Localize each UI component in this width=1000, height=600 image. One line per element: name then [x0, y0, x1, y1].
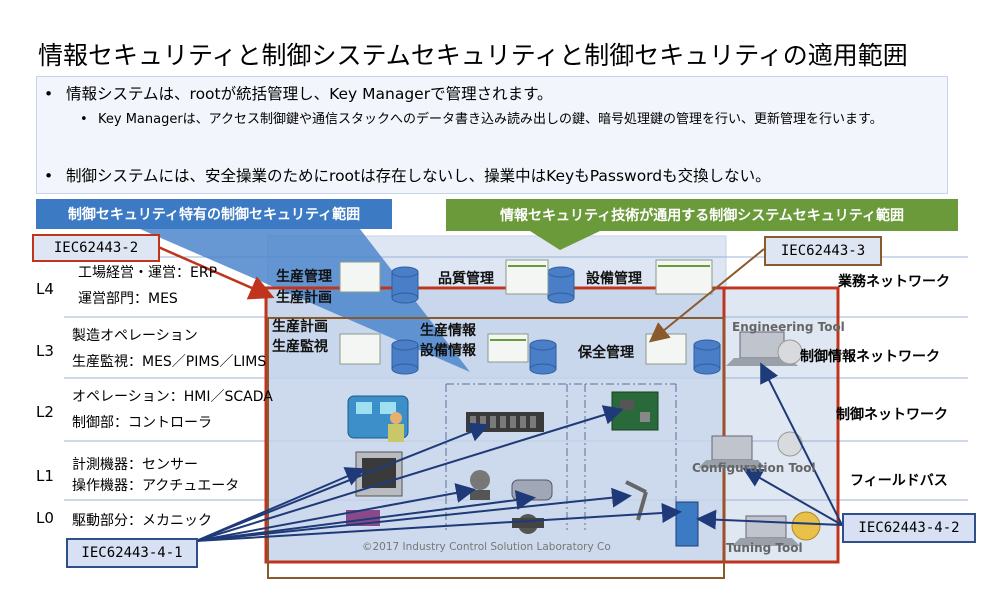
- bullet-3: • 制御システムには、安全操業のためにrootは存在しないし、操業中はKeyもPa…: [44, 164, 771, 186]
- l2-label-hmi: オペレーション：HMI／SCADA: [72, 389, 273, 405]
- quality-mgmt-label: 品質管理: [438, 271, 494, 287]
- l3-label-monitor: 生産監視：MES／PIMS／LIMS: [72, 354, 267, 370]
- bullet-marker: •: [44, 167, 54, 185]
- level-l3: L3: [36, 342, 54, 360]
- production-plan-label: 生産計画: [272, 319, 328, 335]
- l2-label-controller: 制御部：コントローラ: [72, 415, 212, 431]
- bullet-1: • 情報システムは、rootが統括管理し、Key Managerで管理されます。: [44, 82, 553, 104]
- column-separators: [445, 383, 677, 530]
- production-info-label: 生産情報: [420, 323, 476, 339]
- production-plan-top-label: 生産計画: [276, 290, 332, 306]
- l4-label-mes: 運営部門：MES: [78, 291, 178, 307]
- bullet-marker: •: [44, 85, 54, 103]
- green-callout: [530, 231, 600, 250]
- operator-icon: [347, 395, 409, 442]
- page-title: 情報セキュリティと制御システムセキュリティと制御セキュリティの適用範囲: [38, 41, 908, 70]
- level-l1: L1: [36, 467, 54, 485]
- iec2-arrow: [155, 244, 275, 300]
- copyright-text: ©2017 Industry Control Solution Laborato…: [362, 541, 611, 553]
- bullet-1-text: 情報システムは、rootが統括管理し、Key Managerで管理されます。: [66, 85, 553, 103]
- screen-bars: [490, 265, 710, 341]
- engineering-tool-label: Engineering Tool: [732, 320, 845, 334]
- iec41-arrows: [195, 405, 682, 542]
- database-icons: [391, 266, 721, 375]
- tuning-tool-label: Tuning Tool: [726, 541, 803, 555]
- equipment-info-label: 設備情報: [420, 343, 476, 359]
- iec62443-2-tag: IEC62443-2: [32, 234, 160, 262]
- robot-arm-icon: [625, 480, 648, 521]
- iec62443-3-tag: IEC62443-3: [764, 236, 882, 266]
- bullet-2-text: Key Managerは、アクセス制御鍵や通信スタックへのデータ書き込み読み出し…: [98, 112, 883, 127]
- bullet-3-text: 制御システムには、安全操業のためにrootは存在しないし、操業中はKeyもPas…: [66, 167, 771, 185]
- l3-label-ops: 製造オペレーション: [72, 328, 198, 344]
- bullet-marker: •: [80, 112, 88, 127]
- l4-label-erp: 工場経営・運営：ERP: [78, 265, 218, 281]
- level-l2: L2: [36, 403, 54, 421]
- level-l0: L0: [36, 509, 54, 527]
- instrument-cabinet-icon: [346, 451, 403, 526]
- iec3-arrow: [648, 248, 765, 343]
- control-info-network-label: 制御情報ネットワーク: [800, 349, 940, 365]
- level-l4: L4: [36, 280, 54, 298]
- configuration-tool-label: Configuration Tool: [692, 461, 816, 475]
- iec62443-4-1-tag: IEC62443-4-1: [66, 538, 198, 568]
- l0-label-mechanic: 駆動部分：メカニック: [72, 513, 212, 529]
- production-monitor-label: 生産監視: [272, 339, 328, 355]
- business-network-label: 業務ネットワーク: [838, 274, 950, 290]
- field-device-icon: [675, 501, 699, 547]
- blue-callout: [140, 229, 470, 372]
- iec62443-4-2-tag: IEC62443-4-2: [842, 513, 976, 543]
- control-network-label: 制御ネットワーク: [836, 407, 948, 423]
- l1-label-actuator: 操作機器：アクチュエータ: [72, 478, 240, 494]
- iec42-arrows: [696, 362, 843, 530]
- l1-label-sensor: 計測機器：センサー: [72, 457, 198, 473]
- control-security-banner: 制御セキュリティ特有の制御セキュリティ範囲: [36, 199, 392, 229]
- equipment-mgmt-label: 設備管理: [586, 271, 642, 287]
- bullet-2: • Key Managerは、アクセス制御鍵や通信スタックへのデータ書き込み読み出…: [80, 110, 940, 130]
- fieldbus-label: フィールドバス: [850, 473, 948, 489]
- production-mgmt-label: 生産管理: [276, 269, 332, 285]
- info-security-banner: 情報セキュリティ技術が通用する制御システムセキュリティ範囲: [446, 199, 958, 231]
- bullet-box: [36, 76, 948, 194]
- maintenance-mgmt-label: 保全管理: [578, 345, 634, 361]
